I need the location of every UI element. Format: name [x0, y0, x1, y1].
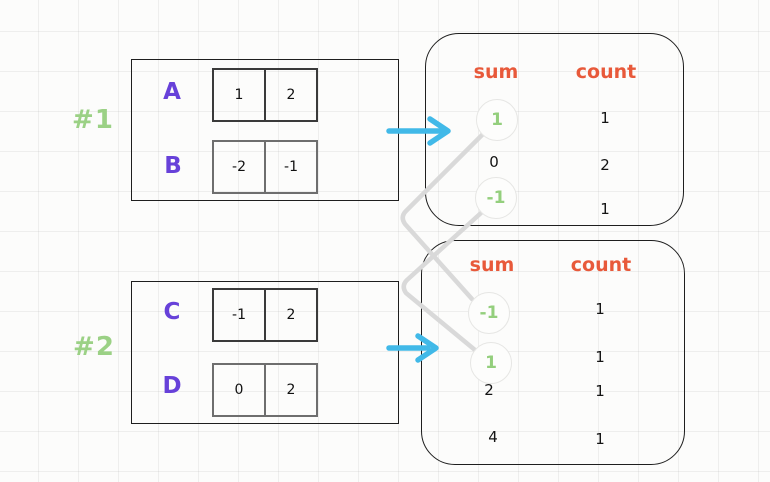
array-cell: 1 [214, 70, 266, 120]
example-2-label: #2 [73, 332, 115, 362]
highlight-circle [470, 342, 512, 384]
count-value: 1 [595, 430, 605, 448]
sum-value: -1 [486, 188, 506, 208]
count-value: 1 [595, 382, 605, 400]
sum-value: 1 [491, 110, 503, 130]
array-a-label: A [163, 79, 181, 105]
count-column-header: count [570, 254, 632, 276]
sum-column-header: sum [469, 254, 515, 276]
array-b-label: B [164, 153, 182, 179]
sum-value: 0 [489, 153, 499, 171]
array-cell: 2 [286, 87, 296, 103]
highlight-circle [476, 99, 518, 141]
highlight-circle [475, 177, 517, 219]
array-cell: -1 [284, 159, 298, 175]
array-b-cells: -2 -1 [212, 140, 318, 194]
array-cell: -2 [214, 142, 266, 192]
array-a-cells: 1 2 [212, 68, 318, 122]
example-2-arrays-box [131, 281, 399, 424]
array-cell: -1 [214, 290, 266, 340]
array-cell: 2 [286, 307, 296, 323]
sum-value: 2 [484, 381, 494, 399]
connector-sum1-to-sum-neg1 [400, 131, 486, 302]
array-d-cells: 0 2 [212, 363, 318, 417]
sum-column-header: sum [473, 61, 519, 83]
count-value: 1 [595, 300, 605, 318]
count-value: 2 [600, 156, 610, 174]
sum-value: 4 [488, 428, 498, 446]
count-value: 1 [595, 348, 605, 366]
array-c-label: C [163, 299, 181, 325]
sum-value: -1 [479, 303, 499, 323]
example-1-label: #1 [72, 105, 114, 135]
example-2-sum-count-table [421, 240, 685, 465]
count-value: 1 [600, 109, 610, 127]
count-column-header: count [575, 61, 637, 83]
highlight-circle [468, 292, 510, 334]
flow-arrow-icon [386, 333, 439, 363]
array-cell: 0 [214, 365, 266, 415]
count-value: 1 [600, 200, 610, 218]
sum-value: 1 [485, 353, 497, 373]
array-c-cells: -1 2 [212, 288, 318, 342]
array-d-label: D [162, 373, 182, 399]
connector-sum-neg1-to-sum1 [401, 210, 484, 353]
flow-arrow-icon [386, 116, 451, 146]
array-cell: 2 [286, 382, 296, 398]
